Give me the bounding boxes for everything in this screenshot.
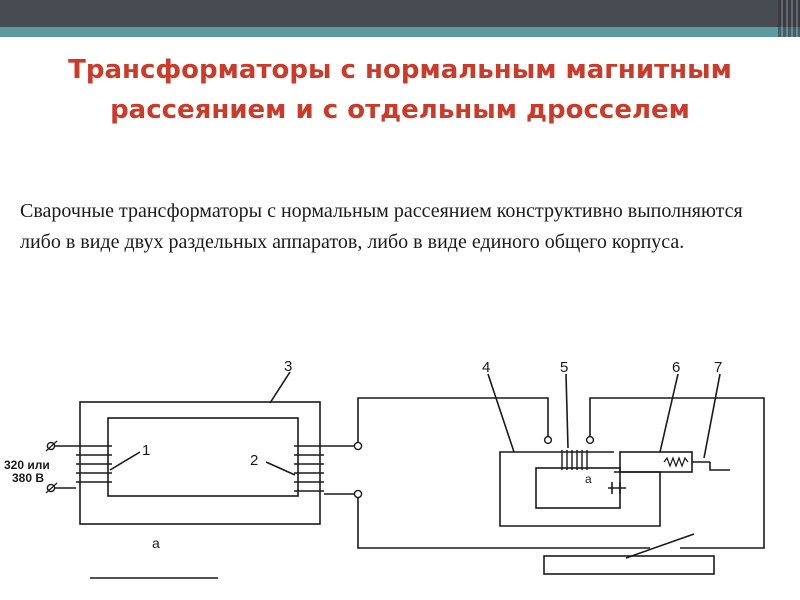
header-band [0,0,800,27]
leader-6 [659,373,679,453]
label-2: 2 [250,452,258,469]
label-a-main: а [152,535,160,551]
header-stripe [0,27,800,37]
output-terminal-bottom [353,489,363,499]
choke-terminal-left [543,435,553,445]
voltage-label-line1: 320 или [4,458,50,472]
transformer-core-window [107,417,299,497]
leader-1 [109,451,141,471]
leader-3 [269,371,291,404]
primary-winding [76,445,112,483]
leader-7 [703,373,721,459]
circuit-diagram: 1 2 3 4 5 6 7 а а 320 или 380 В [4,358,765,579]
adjust-spring [663,456,689,468]
choke-terminal-right [585,435,595,445]
slide-body-text: Сварочные трансформаторы с нормальным ра… [20,200,743,253]
label-3: 3 [284,358,292,375]
slide-title: Трансформаторы с нормальным магнитным ра… [68,55,732,125]
transformer-core-outer [79,401,321,525]
workpiece [543,555,715,575]
voltage-label-line2: 380 В [12,471,44,485]
label-a-gap: а [585,472,592,486]
choke-armature [619,451,693,473]
leader-5 [565,373,569,449]
choke-winding [561,450,588,470]
output-terminal-top [353,441,363,451]
label-5: 5 [560,359,568,376]
label-7: 7 [714,359,722,376]
leader-4 [487,373,515,453]
choke-core [499,451,661,527]
electrode [625,533,695,559]
secondary-winding [294,445,324,492]
label-1: 1 [142,442,150,459]
label-4: 4 [482,359,490,376]
label-6: 6 [672,359,680,376]
leader-2 [265,461,296,476]
header-pattern [778,0,800,37]
